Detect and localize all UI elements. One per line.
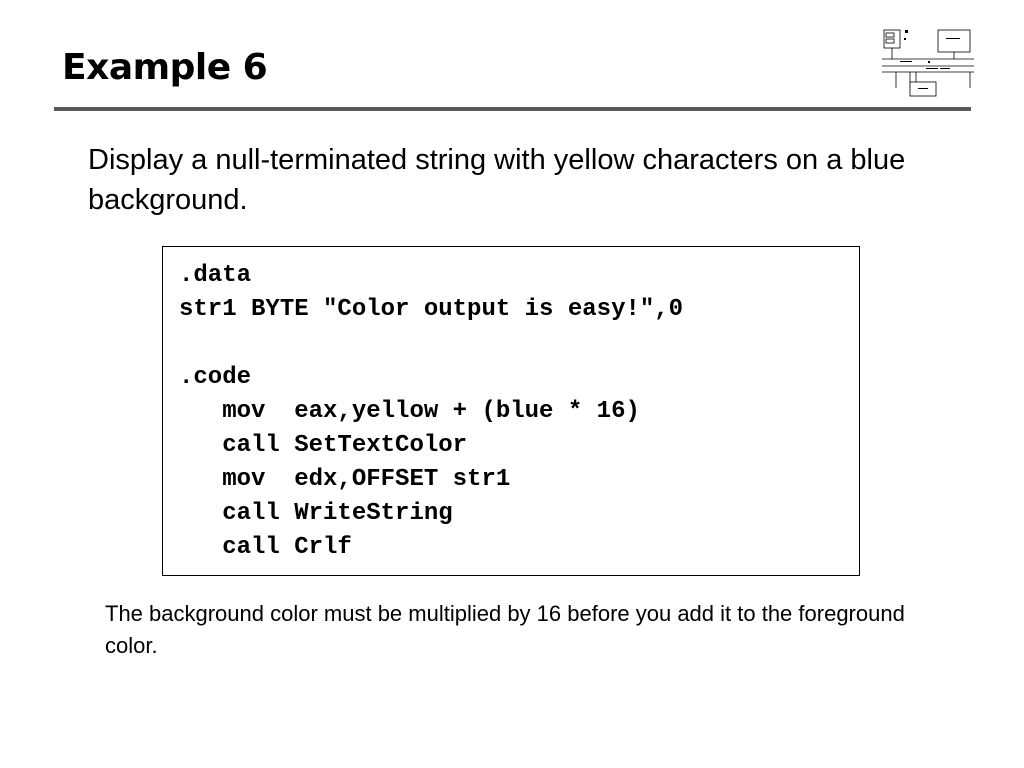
code-line: .data [179,262,252,289]
intro-text: Display a null-terminated string with ye… [88,144,906,216]
code-line: mov edx,OFFSET str1 [179,466,511,493]
code-block: .data str1 BYTE "Color output is easy!",… [162,246,860,576]
slide-title: Example 6 [62,47,268,88]
code-line: call SetTextColor [179,432,468,459]
code-line: mov eax,yellow + (blue * 16) [179,398,640,425]
code-line: call WriteString [179,500,453,527]
footnote-text: The background color must be multiplied … [105,601,905,658]
code-line: call Crlf [179,534,352,561]
code-line: str1 BYTE "Color output is easy!",0 [179,296,684,323]
computer-architecture-diagram-icon [882,29,974,97]
code-line [179,327,859,361]
title-divider [54,107,971,111]
code-line: .code [179,364,252,391]
